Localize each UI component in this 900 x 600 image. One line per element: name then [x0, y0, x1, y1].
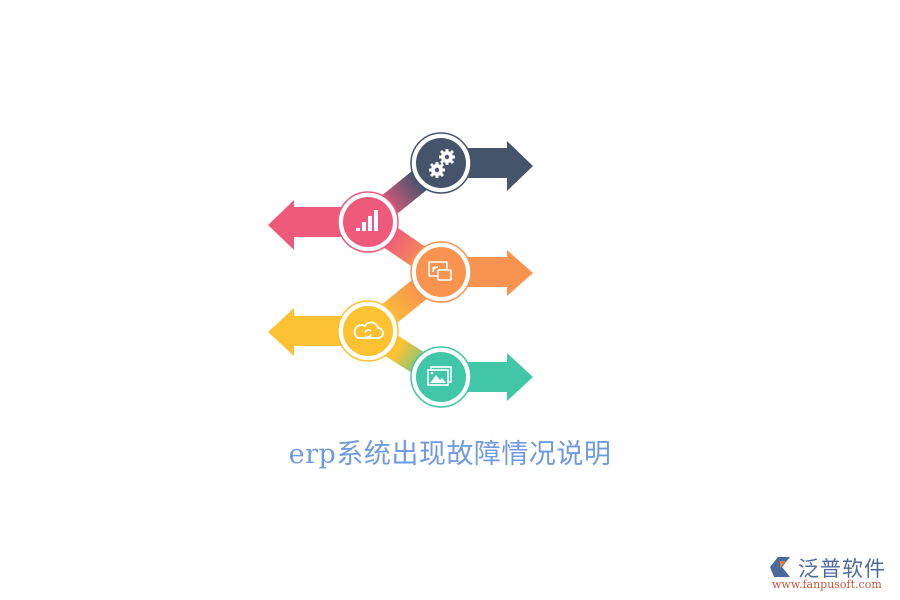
gears-icon [429, 149, 455, 178]
logo-url: www.fanpusoft.com [772, 578, 882, 591]
step-4-node [337, 300, 399, 362]
step-5-node [410, 346, 472, 408]
brand-logo: 泛普软件 www.fanpusoft.com [768, 553, 898, 595]
logo-name: 泛普软件 [798, 557, 886, 581]
image-gallery-icon [427, 366, 452, 386]
bar-chart-icon [356, 210, 378, 231]
step-1-node [410, 132, 472, 194]
logo-mark-icon [770, 557, 790, 577]
step-2-node [337, 191, 399, 253]
screen-cast-icon [428, 261, 452, 281]
diagram-title: erp系统出现故障情况说明 [288, 439, 612, 470]
cloud-sync-icon [353, 321, 384, 339]
step-3-node [410, 241, 472, 303]
